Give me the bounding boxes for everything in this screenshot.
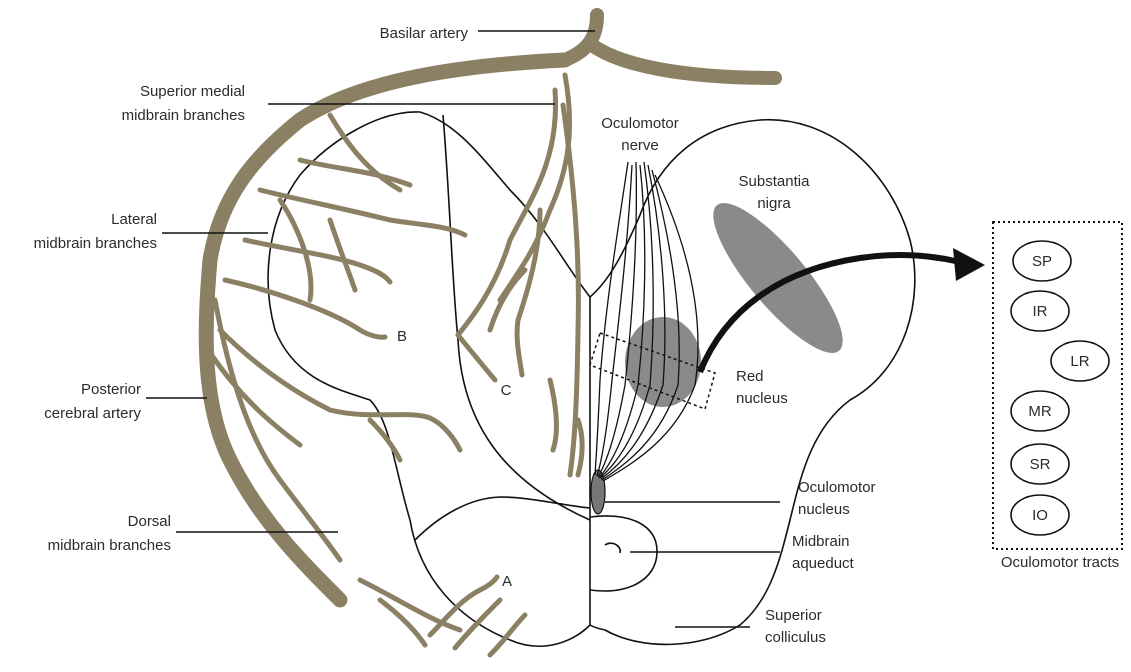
tract-mr: MR — [1011, 391, 1069, 431]
label-superior-medial-line1: Superior medial — [140, 83, 245, 100]
label-aqueduct-line1: Midbrain — [792, 533, 850, 550]
lateral-branch-3 — [260, 190, 465, 235]
tract-lr: LR — [1051, 341, 1109, 381]
label-oculomotor-nerve-line1: Oculomotor — [601, 115, 679, 132]
aqueduct-outline — [590, 516, 657, 591]
tract-io-label: IO — [1032, 507, 1048, 524]
label-superior-medial-line2: midbrain branches — [122, 107, 245, 124]
tract-sp-label: SP — [1032, 253, 1052, 270]
label-region-b: B — [397, 328, 407, 345]
lateral-branch-6 — [225, 280, 385, 337]
label-posterior-line2: cerebral artery — [44, 405, 141, 422]
lateral-branch-1 — [300, 160, 410, 185]
label-substantia-nigra-line1: Substantia — [739, 173, 811, 190]
dorsal-branch-7 — [455, 600, 500, 648]
label-oculomotor-nucleus-line1: Oculomotor — [798, 479, 876, 496]
label-colliculus-line2: colliculus — [765, 629, 826, 646]
aqueduct-inner — [605, 543, 620, 553]
tract-mr-label: MR — [1028, 403, 1051, 420]
tract-lr-label: LR — [1070, 353, 1089, 370]
label-red-nucleus-line2: nucleus — [736, 390, 788, 407]
tract-ir-label: IR — [1033, 303, 1048, 320]
oculomotor-tracts-panel: SP IR LR MR SR IO Oculomotor tracts — [993, 222, 1122, 571]
label-dorsal-line2: midbrain branches — [48, 537, 171, 554]
tract-arrow-head — [953, 248, 985, 281]
superior-medial-branch-6 — [578, 420, 582, 475]
dorsal-branch-6 — [430, 577, 497, 635]
dorsal-branch-9 — [380, 600, 425, 645]
posterior-cerebral-artery — [206, 60, 565, 600]
label-lateral-line2: midbrain branches — [34, 235, 157, 252]
tract-sp: SP — [1013, 241, 1071, 281]
label-region-c: C — [501, 382, 512, 399]
tract-sr-label: SR — [1030, 456, 1051, 473]
tract-io: IO — [1011, 495, 1069, 535]
label-substantia-nigra-line2: nigra — [757, 195, 791, 212]
label-colliculus-line1: Superior — [765, 607, 822, 624]
label-posterior-line1: Posterior — [81, 381, 141, 398]
label-basilar-artery: Basilar artery — [380, 25, 469, 42]
tracts-caption: Oculomotor tracts — [1001, 554, 1119, 571]
lateral-branch-4 — [245, 240, 390, 282]
tract-ir: IR — [1011, 291, 1069, 331]
substantia-nigra — [695, 187, 860, 369]
label-oculomotor-nerve-line2: nerve — [621, 137, 659, 154]
label-red-nucleus-line1: Red — [736, 368, 764, 385]
lateral-branch-5 — [330, 220, 355, 290]
superior-medial-branch-7 — [550, 380, 556, 450]
label-oculomotor-nucleus-line2: nucleus — [798, 501, 850, 518]
label-aqueduct-line2: aqueduct — [792, 555, 855, 572]
basilar-right-branch — [592, 45, 775, 78]
label-region-a: A — [502, 573, 512, 590]
label-lateral-line1: Lateral — [111, 211, 157, 228]
tegmentum-boundary — [415, 497, 590, 540]
label-dorsal-line1: Dorsal — [128, 513, 171, 530]
dorsal-branch-8 — [490, 615, 525, 655]
superior-medial-branch-4 — [517, 210, 540, 375]
tract-sr: SR — [1011, 444, 1069, 484]
